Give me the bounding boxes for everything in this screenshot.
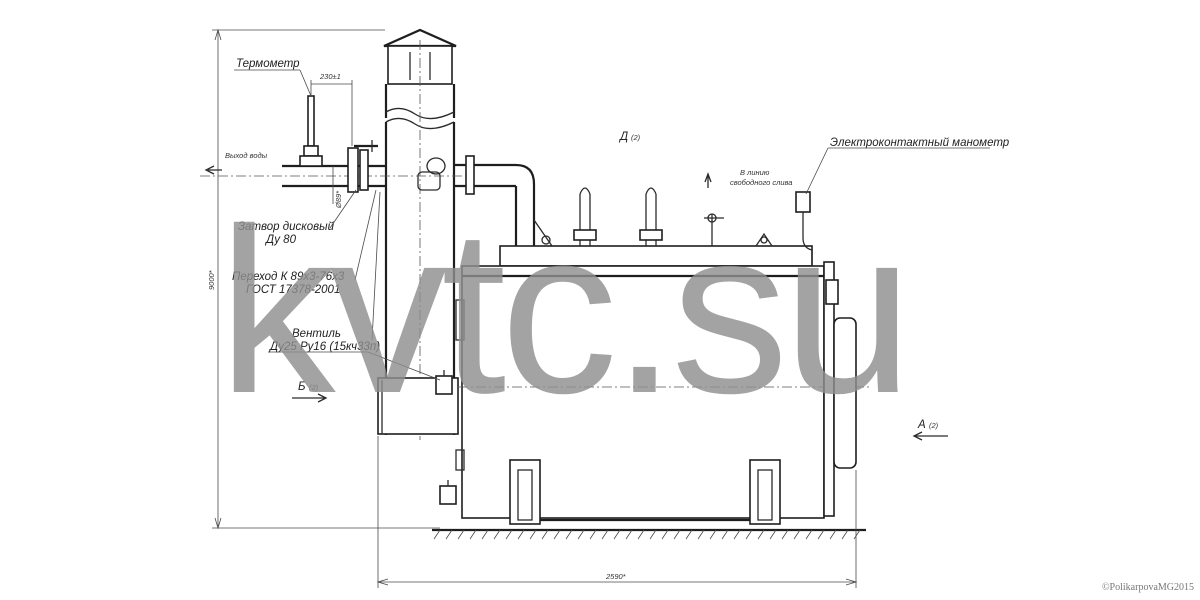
callouts: Затвор дисковый Ду 80 Переход К 89х3-76х… (232, 131, 1010, 441)
watermark-text: kvtc.su (218, 179, 907, 442)
free-drain-label-2: свободного слива (730, 178, 792, 187)
water-outlet-pipe: Выход воды Термометр 230±1 Ø89* (200, 58, 470, 341)
dim-230-text: 230±1 (319, 72, 341, 81)
ground-line (432, 528, 866, 540)
free-drain-label-1: В линию (740, 168, 770, 177)
thermometer-label: Термометр (236, 58, 300, 70)
valve-label-2: Ду25 Ру16 (15кч33п) (268, 341, 380, 353)
flue-connector (454, 155, 553, 247)
view-a-label: А (917, 419, 926, 431)
copyright-text: ©PolikarpovaMG2015 (1101, 582, 1194, 593)
gate-valve-label-1: Затвор дисковый (238, 221, 335, 233)
manometer-label: Электроконтактный манометр (830, 137, 1010, 149)
view-d-label: Д (618, 131, 628, 143)
dia-89-text: Ø89* (334, 190, 343, 209)
valve-label-1: Вентиль (292, 328, 341, 340)
view-a-sheet: (2) (929, 421, 939, 430)
height-dimension: 9000* (207, 28, 440, 530)
water-outlet-label: Выход воды (225, 151, 268, 160)
height-dimension-text: 9000* (207, 269, 216, 290)
view-d-sheet: (2) (631, 133, 641, 142)
length-dimension: 2590* (376, 436, 858, 588)
view-b-sheet: (2) (309, 383, 319, 392)
gate-valve-label-2: Ду 80 (264, 234, 297, 246)
length-dimension-text: 2590* (605, 572, 627, 581)
view-b-label: Б (298, 381, 306, 393)
boiler-body (435, 187, 872, 525)
transition-label-1: Переход К 89х3-76х3 (232, 271, 345, 283)
transition-label-2: ГОСТ 17378-2001 (246, 284, 340, 296)
